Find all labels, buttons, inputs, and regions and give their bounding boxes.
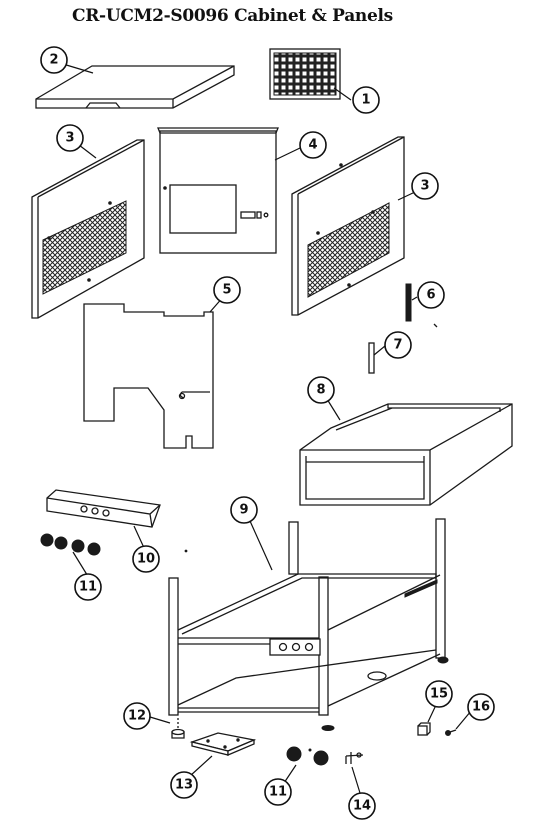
callout-8-label: 8: [316, 383, 325, 398]
part-cabinet-frame: [168, 518, 449, 716]
callout-7-label: 7: [393, 338, 402, 353]
callout-15: 15: [425, 680, 453, 708]
callout-10-label: 10: [137, 552, 155, 567]
callout-11-upper: 11: [74, 573, 102, 601]
part-screw: [445, 729, 457, 736]
callout-4: 4: [299, 131, 327, 159]
callout-3-right-label: 3: [420, 179, 429, 194]
part-insulation-sheet: [83, 303, 214, 449]
callout-7: 7: [384, 331, 412, 359]
part-hinge-clip: [345, 752, 364, 764]
callout-16-label: 16: [472, 700, 490, 715]
part-drawer: [299, 403, 513, 506]
callout-11-lower-label: 11: [269, 785, 287, 800]
callout-6: 6: [417, 281, 445, 309]
callout-4-label: 4: [308, 138, 317, 153]
part-leg: [171, 718, 185, 739]
callout-2-label: 2: [49, 53, 58, 68]
part-side-panel-right: [291, 136, 405, 316]
callout-12-label: 12: [128, 709, 146, 724]
part-switch: [417, 722, 431, 736]
callout-1: 1: [352, 86, 380, 114]
callout-8: 8: [307, 376, 335, 404]
callout-15-label: 15: [430, 687, 448, 702]
callout-11-upper-label: 11: [79, 580, 97, 595]
part-bracket: [405, 283, 438, 328]
callout-16: 16: [467, 693, 495, 721]
part-support-rod: [368, 342, 375, 374]
callout-3-left-label: 3: [65, 131, 74, 146]
part-filter-grille: [269, 48, 341, 100]
callout-13: 13: [170, 771, 198, 799]
callout-3-left: 3: [56, 124, 84, 152]
callout-14-label: 14: [353, 799, 371, 814]
callout-11-lower: 11: [264, 778, 292, 806]
part-knobs-lower: [286, 746, 329, 766]
part-front-panel: [157, 127, 279, 254]
part-knobs-upper: [40, 533, 101, 556]
callout-9: 9: [230, 496, 258, 524]
callout-3-right: 3: [411, 172, 439, 200]
callout-1-label: 1: [361, 93, 370, 108]
part-control-bracket: [46, 489, 161, 528]
callout-6-label: 6: [426, 288, 435, 303]
callout-5-label: 5: [222, 283, 231, 298]
callout-14: 14: [348, 792, 376, 820]
part-mounting-plate: [189, 732, 257, 756]
callout-5: 5: [213, 276, 241, 304]
callout-13-label: 13: [175, 778, 193, 793]
callout-12: 12: [123, 702, 151, 730]
part-top-panel: [35, 65, 235, 109]
part-leg-front: [321, 725, 335, 731]
callout-9-label: 9: [239, 503, 248, 518]
diagram-title: CR-UCM2-S0096 Cabinet & Panels: [72, 6, 393, 26]
part-side-panel-left: [31, 139, 145, 319]
callout-10: 10: [132, 545, 160, 573]
callout-2: 2: [40, 46, 68, 74]
leader-lines: [62, 63, 472, 794]
